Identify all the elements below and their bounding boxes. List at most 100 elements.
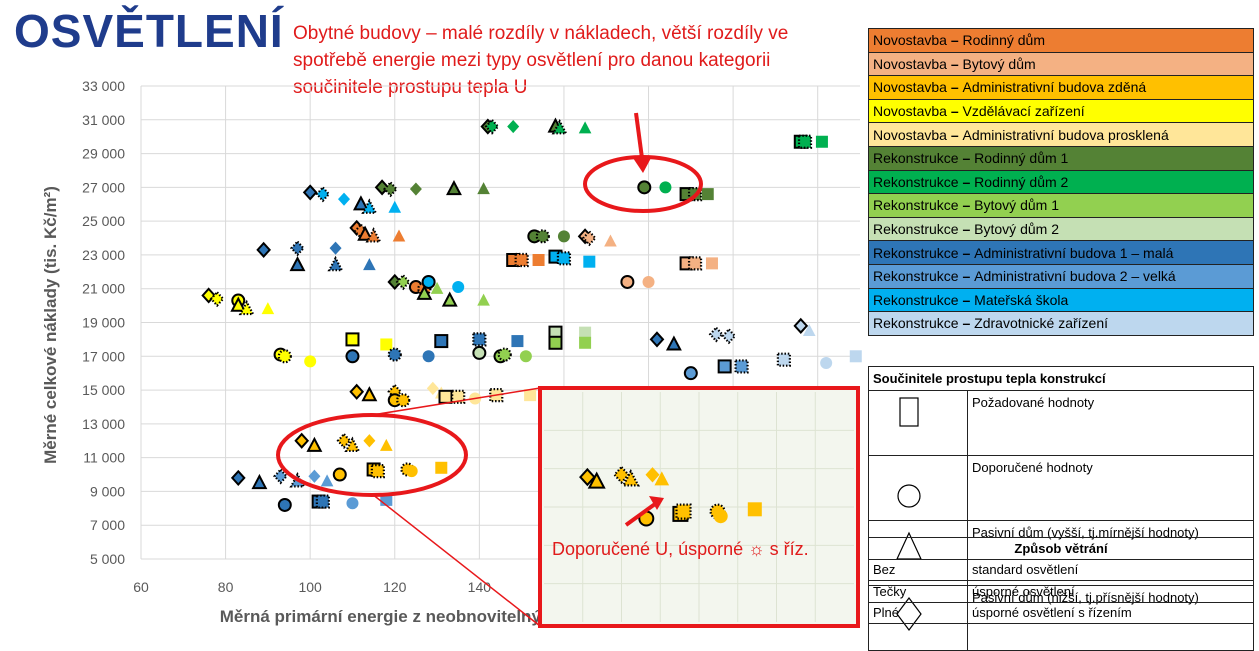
data-point-triangle	[306, 436, 323, 452]
legend-separator: –	[958, 268, 975, 285]
legend-prefix: Rekonstrukce	[873, 173, 959, 190]
data-point-square	[472, 332, 487, 347]
data-point-triangle	[416, 284, 433, 300]
legend-separator: –	[958, 315, 975, 332]
data-point-diamond	[209, 290, 225, 308]
data-point-square	[734, 359, 749, 374]
data-point-triangle	[441, 291, 458, 307]
legend-prefix: Novostavba	[873, 103, 947, 120]
annotation-text: Obytné budovy – malé rozdíly v nákladech…	[293, 23, 789, 98]
legend-prefix: Rekonstrukce	[873, 150, 959, 167]
data-point-triangle	[289, 256, 306, 272]
data-point-circle	[332, 467, 347, 482]
y-tick-label: 15 000	[82, 382, 125, 398]
data-point-triangle	[251, 473, 268, 490]
data-point-square	[514, 252, 529, 268]
vent-label: standard osvětlení	[967, 558, 1254, 581]
data-point-square	[579, 336, 592, 349]
data-point-triangle	[446, 179, 462, 196]
zoom-inset: Doporučené U, úsporné ☼ s říz.	[538, 386, 860, 628]
data-point-diamond	[721, 327, 737, 345]
data-point-square	[524, 389, 537, 402]
legend-label: Bytový dům	[962, 55, 1036, 72]
data-point-circle	[497, 347, 512, 362]
legend-prefix: Novostavba	[873, 126, 947, 143]
data-point-triangle	[320, 474, 334, 487]
legend-label: Zdravotnické zařízení	[974, 315, 1109, 332]
legend-label: Bytový dům 1	[974, 197, 1059, 214]
page-title: OSVĚTLENÍ	[14, 5, 284, 57]
data-point-triangle	[361, 198, 378, 214]
data-point-triangle	[604, 234, 617, 247]
legend-row: Rekonstrukce – Bytový dům 1	[868, 193, 1254, 218]
legend-label: Administrativní budova prosklená	[962, 126, 1169, 143]
x-tick-label: 60	[133, 579, 149, 595]
y-tick-label: 7 000	[90, 517, 125, 533]
vent-legend-title: Způsob větrání	[868, 537, 1254, 560]
highlight-arrow-top	[634, 112, 644, 159]
data-point-circle	[421, 274, 436, 289]
data-point-square	[579, 326, 592, 339]
square-symbol-icon	[899, 397, 919, 427]
data-point-diamond	[329, 241, 342, 255]
data-point-diamond	[579, 467, 596, 487]
legend-prefix: Rekonstrukce	[873, 221, 959, 238]
data-point-diamond	[793, 317, 809, 334]
legend-prefix: Rekonstrukce	[873, 268, 959, 285]
data-points	[201, 117, 862, 512]
y-tick-label: 25 000	[82, 213, 125, 229]
legend-label: Administrativní budova 2 – velká	[974, 268, 1176, 285]
data-point-square	[583, 255, 596, 268]
y-tick-label: 17 000	[82, 348, 125, 364]
y-tick-label: 31 000	[82, 112, 125, 128]
y-tick-label: 5 000	[90, 551, 125, 567]
symbol-circle-cell	[868, 455, 968, 521]
legend-label: Bytový dům 2	[974, 221, 1059, 238]
legend-label: Administrativní budova 1 – malá	[974, 244, 1174, 261]
data-point-square	[675, 503, 692, 520]
data-point-square	[451, 389, 466, 404]
data-point-triangle	[802, 324, 816, 337]
data-point-circle	[683, 366, 698, 381]
legend-separator: –	[958, 221, 975, 238]
legend-swatch-cell: Novostavba – Administrativní budova zděn…	[868, 75, 1254, 100]
data-point-square	[345, 332, 360, 347]
data-point-circle	[387, 347, 402, 362]
data-point-circle	[277, 349, 292, 364]
legend-row: Novostavba – Vzdělávací zařízení	[868, 98, 1254, 124]
data-point-square	[435, 461, 448, 474]
legend-swatch-cell: Novostavba – Administrativní budova pros…	[868, 122, 1254, 147]
y-tick-label: 33 000	[82, 78, 125, 94]
x-tick-label: 120	[383, 579, 407, 595]
data-point-triangle	[238, 299, 255, 316]
inset-data-points	[579, 465, 762, 527]
legend-row: Novostavba – Rodinný dům	[868, 28, 1254, 53]
data-point-circle	[277, 497, 292, 512]
data-point-circle	[345, 349, 360, 364]
legend-separator: –	[946, 103, 963, 120]
legend-label: Vzdělávací zařízení	[962, 103, 1085, 120]
vent-label: úsporné osvětlení	[967, 580, 1254, 603]
legend-row: Rekonstrukce – Administrativní budova 1 …	[868, 240, 1254, 265]
data-point-square	[849, 350, 862, 363]
data-point-square	[380, 338, 393, 351]
legend-prefix: Novostavba	[873, 79, 947, 96]
legend-separator: –	[958, 291, 975, 308]
data-point-diamond	[290, 239, 305, 257]
legend-prefix: Rekonstrukce	[873, 244, 959, 261]
data-point-square	[705, 257, 718, 270]
data-point-diamond	[613, 465, 630, 485]
x-tick-label: 140	[468, 579, 492, 595]
data-point-circle	[452, 281, 465, 294]
highlight-ellipse-bottom	[276, 413, 468, 497]
data-point-diamond	[302, 184, 318, 201]
u-legend-label: Doporučené hodnoty	[967, 455, 1254, 521]
highlight-arrow-top-head	[633, 158, 651, 173]
data-point-circle	[557, 230, 570, 243]
data-point-diamond	[383, 180, 399, 198]
y-tick-label: 9 000	[90, 483, 125, 499]
inset-gridlines	[544, 392, 854, 622]
data-point-square	[511, 335, 524, 348]
data-point-triangle	[388, 200, 402, 213]
